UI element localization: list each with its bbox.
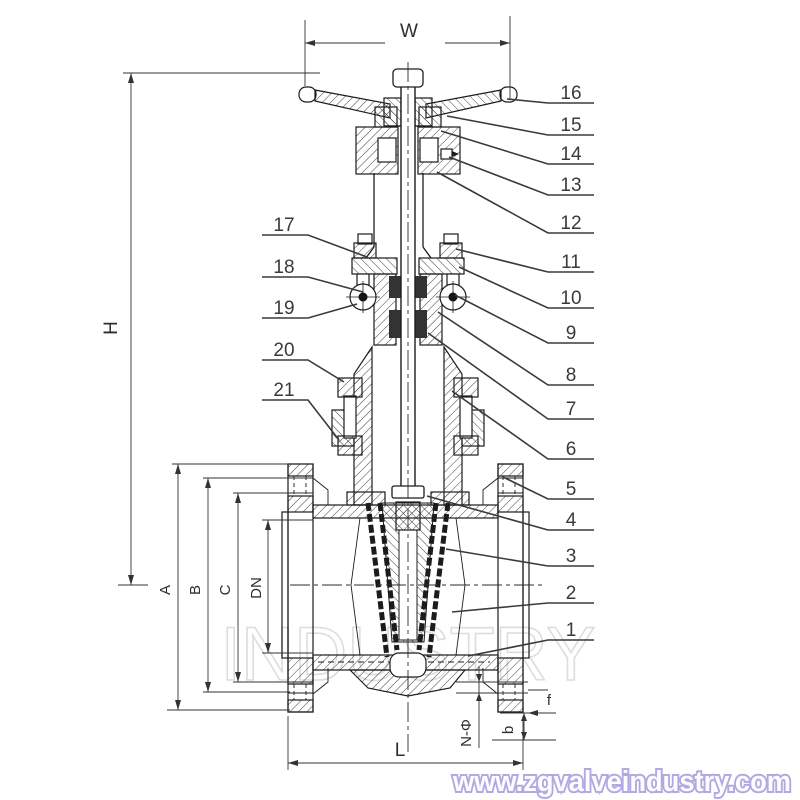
callout-9-label: 9 bbox=[566, 323, 577, 344]
dimension-f-label: f bbox=[547, 692, 552, 709]
callout-16: 16 bbox=[506, 83, 594, 104]
dimension-H-label: H bbox=[101, 321, 122, 335]
yoke bbox=[365, 173, 432, 259]
callout-10: 10 bbox=[458, 266, 594, 309]
gland-assembly bbox=[346, 233, 470, 346]
callout-12-label: 12 bbox=[560, 213, 581, 234]
callout-21: 21 bbox=[262, 380, 340, 441]
dimension-A: A bbox=[157, 463, 313, 711]
callout-8-label: 8 bbox=[566, 365, 577, 386]
callout-13-label: 13 bbox=[560, 175, 581, 196]
callout-6: 6 bbox=[451, 390, 594, 460]
dimension-H: H bbox=[101, 72, 320, 586]
callout-14: 14 bbox=[440, 130, 594, 165]
callout-19: 19 bbox=[262, 298, 358, 319]
callout-5-label: 5 bbox=[566, 479, 577, 500]
callout-15: 15 bbox=[446, 115, 594, 136]
callout-3: 3 bbox=[445, 546, 594, 567]
callout-18-label: 18 bbox=[273, 257, 294, 278]
dimension-N-phi-label: N-Φ bbox=[458, 719, 475, 747]
dimension-b: b bbox=[492, 712, 556, 741]
callout-13: 13 bbox=[448, 156, 594, 196]
bonnet bbox=[331, 345, 485, 506]
dimension-DN: DN bbox=[248, 519, 313, 654]
callout-7: 7 bbox=[427, 332, 594, 420]
valve-body bbox=[281, 463, 530, 713]
callout-14-label: 14 bbox=[560, 144, 582, 165]
callout-3-label: 3 bbox=[566, 546, 577, 567]
centerlines bbox=[290, 62, 545, 752]
watermark-url-text: www.zgvalveindustry.com bbox=[452, 766, 791, 798]
callout-19-label: 19 bbox=[273, 298, 294, 319]
dimension-B: B bbox=[187, 477, 313, 693]
callout-11-label: 11 bbox=[561, 252, 581, 273]
callout-11: 11 bbox=[455, 248, 594, 273]
callout-12: 12 bbox=[436, 171, 594, 234]
callout-18: 18 bbox=[262, 257, 364, 293]
callout-10-label: 10 bbox=[560, 288, 581, 309]
dimension-C-label: C bbox=[217, 584, 234, 595]
callout-6-label: 6 bbox=[566, 439, 577, 460]
dimension-B-label: B bbox=[187, 585, 204, 595]
dimension-W: W bbox=[304, 16, 511, 100]
dimension-f: f bbox=[528, 689, 552, 716]
callout-21-label: 21 bbox=[273, 380, 294, 401]
callout-9: 9 bbox=[454, 294, 594, 344]
dimension-b-label: b bbox=[500, 726, 517, 734]
callout-1-label: 1 bbox=[566, 620, 577, 641]
callout-5: 5 bbox=[502, 476, 594, 500]
callout-17-label: 17 bbox=[273, 215, 294, 236]
callout-20: 20 bbox=[262, 340, 345, 383]
callout-7-label: 7 bbox=[566, 399, 577, 420]
callouts-right: 16 15 14 13 12 11 10 9 8 7 6 5 4 3 2 1 bbox=[426, 83, 594, 657]
callout-16-label: 16 bbox=[560, 83, 581, 104]
callouts-left: 17 18 19 20 21 bbox=[262, 215, 368, 441]
dimension-DN-label: DN bbox=[248, 577, 265, 599]
dimension-A-label: A bbox=[157, 585, 174, 595]
callout-1: 1 bbox=[467, 620, 594, 657]
callout-4: 4 bbox=[426, 495, 594, 531]
watermark-url: www.zgvalveindustry.com bbox=[450, 764, 793, 800]
callout-17: 17 bbox=[262, 215, 368, 258]
callout-15-label: 15 bbox=[560, 115, 581, 136]
dimension-L-label: L bbox=[395, 740, 406, 761]
callout-20-label: 20 bbox=[273, 340, 294, 361]
callout-4-label: 4 bbox=[566, 510, 577, 531]
dimension-C: C bbox=[217, 492, 313, 683]
dimension-N-phi: N-Φ bbox=[456, 666, 528, 748]
handwheel bbox=[298, 86, 518, 127]
dimension-L: L bbox=[287, 716, 524, 770]
dimensions: W H A B bbox=[101, 16, 556, 770]
callout-8: 8 bbox=[437, 311, 594, 386]
callout-2: 2 bbox=[451, 583, 594, 613]
dimension-W-label: W bbox=[400, 21, 418, 42]
callout-2-label: 2 bbox=[566, 583, 577, 604]
